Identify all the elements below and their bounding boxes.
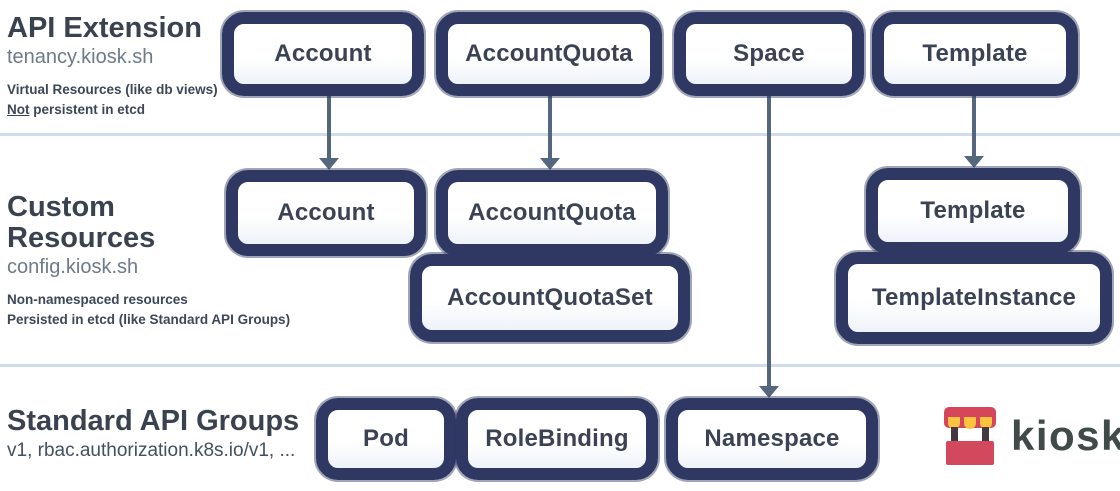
- node-template-crd: Template: [866, 168, 1080, 254]
- divider-api-extension: [0, 133, 1120, 136]
- api-extension-note-line2: persistent in etcd: [29, 102, 146, 118]
- standard-api-groups-title: Standard API Groups: [7, 405, 300, 437]
- node-template-api: Template: [872, 12, 1078, 96]
- node-space-api: Space: [674, 12, 864, 96]
- node-templateinstance-crd: TemplateInstance: [836, 252, 1112, 344]
- node-pod: Pod: [316, 398, 456, 480]
- api-extension-title: API Extension: [7, 12, 202, 44]
- kiosk-awning: [944, 407, 996, 429]
- kiosk-logo-text: kiosk: [1011, 412, 1120, 459]
- node-namespace: Namespace: [666, 398, 878, 480]
- awning-scallop: [964, 417, 976, 429]
- kiosk-post-left: [951, 427, 958, 442]
- arrow-accountquota-down: [540, 96, 560, 170]
- arrow-space-to-namespace: [759, 96, 779, 398]
- node-accountquota-api: AccountQuota: [436, 12, 662, 96]
- node-accountquota-crd: AccountQuota: [436, 170, 668, 256]
- section-api-extension: API Extension tenancy.kiosk.sh Virtual R…: [7, 12, 218, 121]
- arrow-account-down: [319, 96, 339, 170]
- section-standard-api-groups: Standard API Groups v1, rbac.authorizati…: [7, 405, 300, 462]
- custom-resources-subtitle: config.kiosk.sh: [7, 256, 139, 279]
- api-extension-note-line1: Virtual Resources (like db views): [7, 82, 218, 98]
- kiosk-logo: kiosk: [944, 404, 1120, 468]
- awning-scallop: [980, 417, 992, 429]
- custom-resources-note-line1: Non-namespaced resources: [7, 292, 188, 308]
- node-account-api: Account: [222, 12, 424, 96]
- section-custom-resources: Custom Resources config.kiosk.sh Non-nam…: [7, 191, 290, 331]
- awning-scallop: [948, 417, 960, 429]
- kiosk-counter-base: [946, 441, 994, 465]
- api-extension-note: Virtual Resources (like db views) Not pe…: [7, 80, 218, 121]
- node-account-crd: Account: [226, 170, 426, 256]
- api-extension-note-not: Not: [7, 102, 30, 118]
- kiosk-post-right: [982, 427, 989, 442]
- divider-custom-resources: [0, 364, 1120, 367]
- standard-api-groups-subtitle: v1, rbac.authorization.k8s.io/v1, ...: [7, 440, 296, 462]
- node-rolebinding: RoleBinding: [456, 398, 658, 480]
- kiosk-stand-icon: [944, 407, 996, 465]
- custom-resources-title: Custom Resources: [7, 191, 156, 255]
- custom-resources-note: Non-namespaced resources Persisted in et…: [7, 290, 290, 331]
- custom-resources-note-line2: Persisted in etcd (like Standard API Gro…: [7, 312, 291, 328]
- arrow-template-down: [964, 96, 984, 168]
- api-extension-subtitle: tenancy.kiosk.sh: [7, 46, 154, 69]
- node-accountquotaset-crd: AccountQuotaSet: [410, 254, 690, 342]
